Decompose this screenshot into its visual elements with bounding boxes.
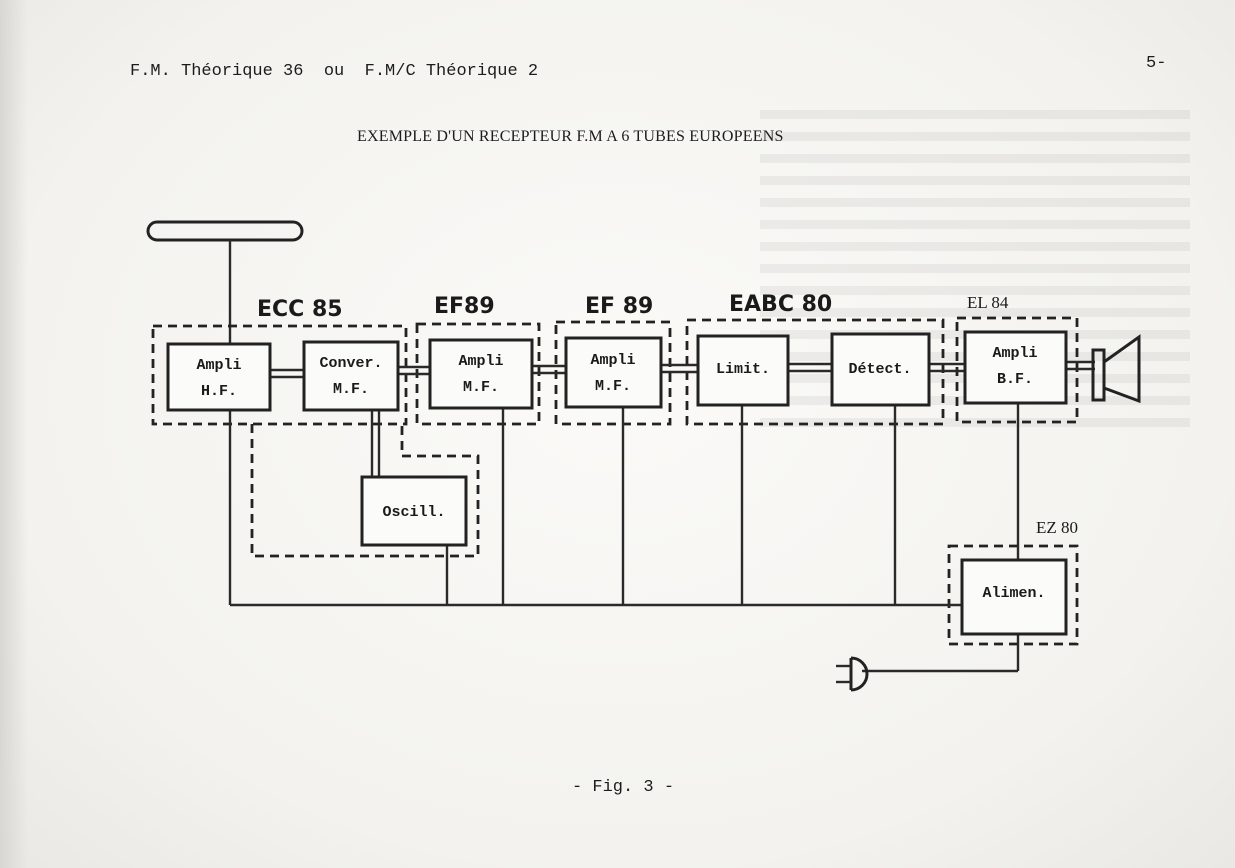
block-limit-line1: Limit. (716, 361, 770, 378)
block-ampli-hf-line2: H.F. (201, 383, 237, 400)
block-alimen-line1: Alimen. (982, 585, 1045, 602)
tube-label-ef89-2: EF 89 (585, 294, 653, 319)
block-ampli-bf: Ampli B.F. (963, 330, 1068, 405)
oscill-envelope (250, 424, 480, 558)
tube-label-ez80: EZ 80 (1036, 518, 1078, 537)
figure-title: EXEMPLE D'UN RECEPTEUR F.M A 6 TUBES EUR… (357, 128, 784, 145)
signal-path (270, 360, 1095, 379)
block-conver-mf-line2: M.F. (333, 381, 369, 398)
page-header: F.M. Théorique 36 ou F.M/C Théorique 2 (130, 62, 539, 81)
block-ampli-mf-1: Ampli M.F. (428, 338, 534, 410)
block-ampli-mf-1-line2: M.F. (463, 379, 499, 396)
block-ampli-mf-2-line2: M.F. (595, 378, 631, 395)
block-ampli-hf: Ampli H.F. (166, 342, 272, 412)
block-ampli-bf-line1: Ampli (992, 345, 1037, 362)
loudspeaker-icon (1091, 334, 1141, 404)
page-number: 5- (1146, 54, 1167, 73)
block-alimen: Alimen. (960, 558, 1068, 636)
tube-label-ecc85: ECC 85 (257, 297, 343, 322)
block-limit: Limit. (696, 334, 790, 407)
block-detect-line1: Détect. (848, 361, 911, 378)
block-ampli-mf-2-line1: Ampli (590, 352, 635, 369)
tube-label-eabc80: EABC 80 (729, 292, 832, 317)
scan-edge-shadow (0, 0, 28, 868)
block-ampli-hf-line1: Ampli (196, 357, 241, 374)
block-detect: Détect. (830, 332, 931, 407)
power-supply-wiring (228, 403, 1020, 673)
mains-plug-icon (836, 656, 869, 692)
figure-caption: - Fig. 3 - (572, 778, 675, 797)
block-oscill: Oscill. (360, 475, 468, 547)
antenna-icon (146, 220, 304, 345)
ez80-envelope (947, 544, 1079, 646)
block-conver-mf: Conver. M.F. (302, 340, 400, 412)
block-conver-mf-line1: Conver. (319, 355, 382, 372)
block-ampli-mf-2: Ampli M.F. (564, 336, 663, 409)
tube-label-ef89-1: EF89 (434, 294, 495, 319)
block-ampli-mf-1-line1: Ampli (458, 353, 503, 370)
block-ampli-bf-line2: B.F. (997, 371, 1033, 388)
tube-label-el84: EL 84 (967, 293, 1009, 312)
block-oscill-line1: Oscill. (382, 504, 445, 521)
